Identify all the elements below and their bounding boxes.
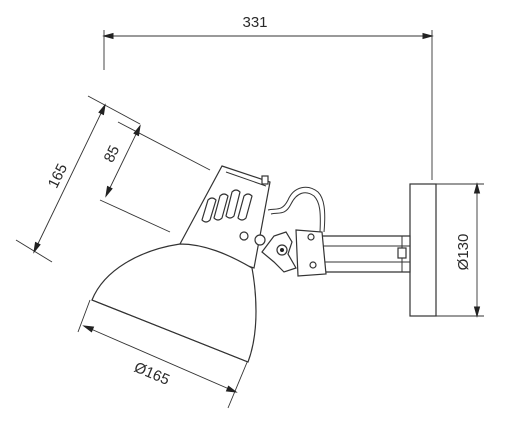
neck-pivot xyxy=(254,234,266,246)
base-arrow-top xyxy=(473,182,481,194)
shade-diameter-dimension-line xyxy=(83,325,237,393)
vent-slot-3 xyxy=(225,189,241,219)
knob-pin xyxy=(280,248,284,252)
neck-housing xyxy=(179,165,271,269)
vent-slot-1 xyxy=(201,197,217,223)
base-plate xyxy=(409,183,437,317)
neck-arrow-bottom xyxy=(105,185,113,198)
width-label: 331 xyxy=(242,14,267,31)
shade-body xyxy=(91,243,257,363)
bracket-screw-bottom xyxy=(309,261,317,269)
vent-slot-2 xyxy=(213,193,229,221)
shade-height-dimension: 165 xyxy=(15,95,141,263)
bracket-screw-top xyxy=(307,233,315,241)
neck-extension-bottom xyxy=(99,199,171,233)
width-dimension: 331 xyxy=(102,14,434,180)
shade-diameter-arrow-left xyxy=(82,325,95,333)
arm-slot xyxy=(397,247,407,259)
neck-top-edge xyxy=(225,171,267,187)
lamp-neck xyxy=(179,165,271,269)
shade-height-label: 165 xyxy=(45,161,71,191)
shade-height-extension-top xyxy=(87,95,141,125)
power-cable xyxy=(267,186,326,233)
neck-extension-top xyxy=(117,121,211,171)
lamp-arm xyxy=(295,229,411,277)
width-arrow-left xyxy=(102,32,114,40)
power-cable-inner xyxy=(270,192,321,233)
width-arrow-right xyxy=(422,32,434,40)
neck-dimension: 85 xyxy=(99,121,211,233)
neck-dimension-line xyxy=(105,125,141,197)
shade-diameter-extension-left xyxy=(77,299,91,333)
neck-screw xyxy=(239,231,249,241)
lamp-shade xyxy=(91,243,257,363)
shade-diameter-extension-right xyxy=(227,359,249,409)
adjustment-knob[interactable] xyxy=(261,231,297,273)
neck-arrow-top xyxy=(133,124,141,137)
base-diameter-label: Ø130 xyxy=(455,234,472,271)
base-diameter-dimension: Ø130 xyxy=(436,182,484,318)
arm-bracket xyxy=(295,229,327,277)
wall-base-plate xyxy=(409,183,437,317)
shade-height-dimension-line xyxy=(33,104,106,253)
vent-slot-4 xyxy=(237,193,253,221)
neck-label: 85 xyxy=(101,143,124,165)
shade-height-arrow-bottom xyxy=(33,241,41,254)
base-arrow-bottom xyxy=(473,306,481,318)
shade-diameter-arrow-right xyxy=(225,385,238,393)
shade-height-arrow-top xyxy=(98,103,106,116)
shade-diameter-label: Ø165 xyxy=(132,359,172,389)
shade-rim xyxy=(91,299,249,363)
neck-clip xyxy=(261,175,269,185)
